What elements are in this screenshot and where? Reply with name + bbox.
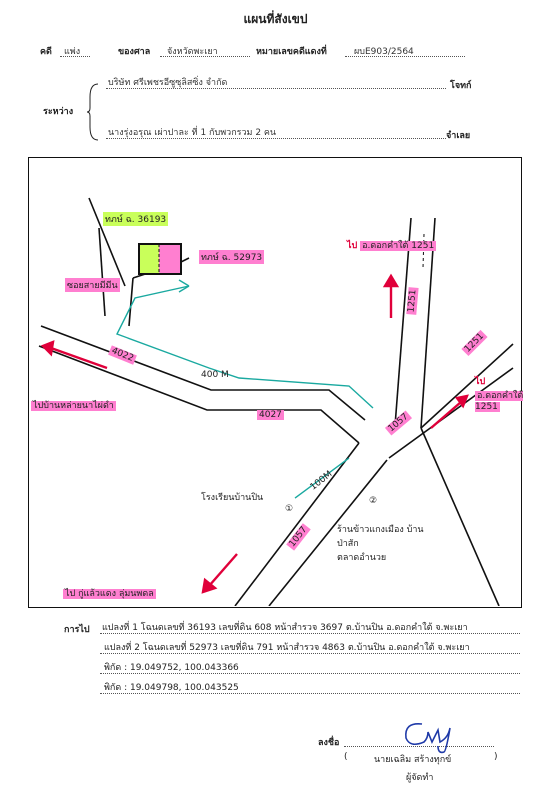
market-label-line1: ร้านข้าวแกงเมือง บ้านป่าสัก — [337, 525, 424, 549]
to-label-right: ไป — [475, 377, 486, 387]
paren-open: ( — [344, 752, 348, 762]
court-name: จังหวัดพะเยา — [167, 47, 218, 57]
marker-1: ① — [285, 504, 294, 514]
dest-top: ไป อ.ดอกคำใต้ 1251 — [347, 238, 437, 252]
road-ne-lower-edge — [388, 367, 514, 459]
road-map — [38, 197, 514, 606]
soi-left-edge — [98, 227, 106, 317]
deed1-label: ทภษ์ ฉ. 36193 — [103, 212, 169, 226]
to-label-top: ไป — [347, 241, 358, 251]
market-label-line2: ตลาดอำนวย — [337, 553, 387, 563]
soi-upper-road — [88, 197, 126, 287]
small-road-label: ซอยสายมีมีน — [65, 278, 120, 292]
red-case-label: หมายเลขคดีแดงที่ — [256, 47, 327, 57]
red-case-line — [345, 56, 465, 57]
court-label: ของศาล — [118, 47, 151, 57]
dest-left-name: ไปบ้านหล่ายนาไผ่ดำ — [31, 401, 116, 411]
between-label: ระหว่าง — [43, 107, 74, 117]
dest-bottom: ไป กู่แล้วแดง ลุ่มนพดล — [63, 586, 156, 600]
plaintiff-line — [106, 88, 446, 89]
parcel-2-text: แปลงที่ 2 โฉนดเลขที่ 52973 เลขที่ดิน 791… — [104, 643, 470, 653]
court-line — [160, 56, 250, 57]
directions-label: การไป — [64, 625, 90, 635]
arrow-west — [50, 346, 108, 370]
party-bracket — [86, 83, 99, 141]
sign-label: ลงชื่อ — [318, 738, 340, 748]
parcel-1-text: แปลงที่ 1 โฉนดเลขที่ 36193 เลขที่ดิน 608… — [102, 623, 468, 633]
signature-mark — [405, 722, 451, 754]
sign-line — [344, 746, 494, 747]
school-label: โรงเรียนบ้านปิน — [201, 493, 264, 503]
defendant-role: จำเลย — [446, 131, 471, 141]
distance-400m: 400 M — [201, 370, 229, 380]
signer-name: นายเฉลิม สร้างทุกข์ — [374, 755, 452, 765]
road-1251-left-edge — [394, 217, 412, 427]
defendant-line — [106, 138, 446, 139]
dest-top-name: อ.ดอกคำใต้ 1251 — [360, 241, 437, 251]
signer-role: ผู้จัดทำ — [406, 773, 434, 783]
road-ne-upper-edge — [420, 343, 514, 429]
parcel-2-line — [100, 653, 520, 654]
case-type: แพ่ง — [64, 47, 81, 57]
red-case-number: ผบE903/2564 — [354, 47, 414, 57]
arrow-northeast — [430, 401, 462, 429]
road-sw-left-edge — [234, 442, 360, 606]
coord-2-text: พิกัด : 19.049798, 100.043525 — [104, 683, 239, 693]
dest-right: ไป อ.ดอกคำใต้ 1251 — [475, 374, 524, 412]
case-label: คดี — [40, 47, 52, 57]
defendant-name: นางรุ่งอรุณ เผ่าปาละ ที่ 1 กับพวกรวม 2 ค… — [108, 128, 277, 138]
road-4027-label: 4027 — [257, 410, 284, 420]
deed2-label: ทภษ์ ฉ. 52973 — [199, 250, 265, 264]
plaintiff-role: โจทก์ — [450, 81, 472, 91]
dest-right-name: อ.ดอกคำใต้ 1251 — [475, 391, 524, 412]
route-line — [116, 285, 374, 409]
parcel-1-line — [100, 633, 520, 634]
route-spur — [294, 457, 350, 499]
marker-2: ② — [369, 496, 378, 506]
paren-close: ) — [494, 752, 498, 762]
case-type-line — [60, 56, 90, 57]
coord-1-text: พิกัด : 19.049752, 100.043366 — [104, 663, 239, 673]
soi-right-edge — [128, 277, 134, 327]
market-label: ร้านข้าวแกงเมือง บ้านป่าสัก ตลาดอำนวย — [337, 522, 427, 564]
road-sw-right-edge — [268, 459, 388, 606]
dest-bottom-name: ไป กู่แล้วแดง ลุ่มนพดล — [63, 589, 156, 599]
coord-1-line — [100, 673, 520, 674]
map-frame: ทภษ์ ฉ. 36193 ทภษ์ ฉ. 52973 ซอยสายมีมีน … — [28, 157, 524, 608]
page-title: แผนที่สังเขป — [243, 12, 308, 26]
road-1251-right-edge — [420, 217, 436, 429]
plaintiff-name: บริษัท ศรีเพชรอีซูซุลิสซิ่ง จำกัด — [108, 78, 228, 88]
parcel-2-fill — [159, 244, 181, 274]
arrow-southwest — [208, 553, 238, 587]
coord-2-line — [100, 693, 520, 694]
route-arrow-head — [178, 279, 190, 293]
dest-left: ไปบ้านหล่ายนาไผ่ดำ — [31, 398, 116, 412]
